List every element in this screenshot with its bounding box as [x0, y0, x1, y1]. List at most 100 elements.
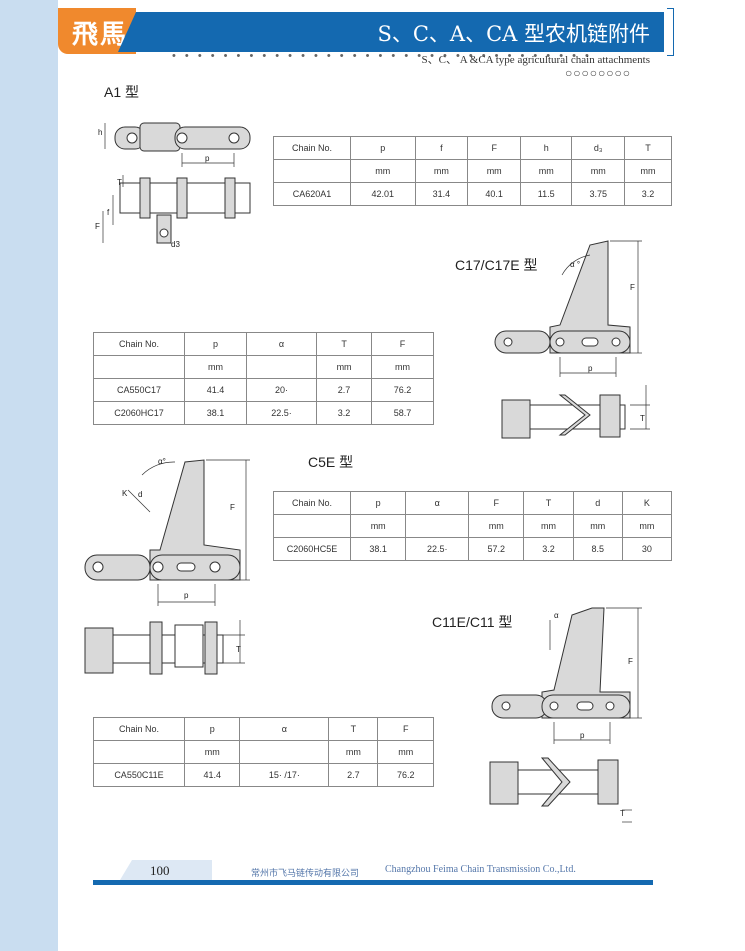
table-row: CA550C17 41.4 20· 2.7 76.2: [93, 378, 434, 402]
c11-dim-alpha: α: [554, 611, 559, 620]
dotted-rule: • • • • • • • • • • • • • • • • • • • • …: [172, 50, 592, 62]
table-cell: 31.4: [414, 182, 469, 206]
table-unit-cell: mm: [572, 514, 623, 538]
table-header-cell: α: [245, 332, 318, 356]
c5e-drawing: α° K d F p T: [84, 457, 250, 675]
table-header-cell: F: [377, 717, 434, 741]
c5e-dim-F: F: [230, 503, 235, 512]
table-unit-row: mm mm mm mm mm: [273, 514, 673, 538]
table-unit-cell: mm: [371, 355, 434, 379]
table-cell: 3.2: [624, 182, 672, 206]
c5e-dim-T: T: [236, 645, 241, 654]
c11-dim-T: T: [620, 809, 625, 818]
a1-label: A1 型: [104, 84, 140, 100]
c5e-label: C5E 型: [308, 454, 354, 470]
table-unit-cell: mm: [468, 514, 525, 538]
table-unit-cell: mm: [377, 740, 434, 764]
table-cell: 22.5·: [245, 401, 318, 425]
c17-dim-T: T: [640, 414, 645, 423]
table-unit-cell: mm: [520, 159, 573, 183]
a1-spec-table: Chain No. p f F h d₃ T mm mm mm mm mm mm…: [273, 136, 672, 206]
table-header-cell: T: [316, 332, 373, 356]
table-row: CA620A1 42.01 31.4 40.1 11.5 3.75 3.2: [273, 182, 672, 206]
table-header-cell: K: [621, 491, 673, 515]
c17-label: C17/C17E 型: [455, 257, 538, 273]
table-cell: 76.2: [377, 763, 434, 787]
table-cell: 22.5·: [405, 537, 470, 561]
a1-dim-p: p: [205, 154, 210, 163]
c17-dim-F: F: [630, 283, 635, 292]
footer-tab: [120, 860, 212, 880]
table-header-cell: F: [371, 332, 434, 356]
table-unit-row: mm mm mm: [93, 740, 434, 764]
table-cell: 8.5: [572, 537, 623, 561]
table-unit-cell: mm: [183, 740, 241, 764]
table-cell: C2060HC17: [93, 401, 185, 425]
table-header-cell: α: [239, 717, 330, 741]
table-header-cell: Chain No.: [273, 136, 351, 160]
c11-drawing: α F p T: [489, 607, 642, 823]
page-subtitle: S、C、 A &CA type agricultural chain attac…: [421, 54, 650, 66]
a1-dim-f: f: [107, 208, 110, 217]
table-unit-cell: [93, 355, 185, 379]
table-cell: 38.1: [184, 401, 247, 425]
table-header-cell: Chain No.: [93, 332, 185, 356]
table-header-cell: T: [523, 491, 574, 515]
table-header-cell: α: [405, 491, 470, 515]
table-unit-cell: [273, 514, 351, 538]
c5e-spec-table: Chain No. p α F T d K mm mm mm mm mm C20…: [273, 491, 673, 561]
table-header-cell: p: [350, 136, 416, 160]
a1-drawing: h p T F f d3: [95, 122, 251, 249]
table-cell: C2060HC5E: [273, 537, 351, 561]
table-header-cell: T: [624, 136, 672, 160]
table-cell: 2.7: [316, 378, 373, 402]
table-header-cell: p: [349, 491, 407, 515]
table-header-cell: p: [183, 717, 241, 741]
table-cell: 40.1: [467, 182, 522, 206]
brand-logo: 飛馬: [72, 20, 129, 50]
footer-rule: [93, 880, 653, 885]
table-cell: CA550C11E: [93, 763, 185, 787]
table-cell: 15· /17·: [239, 763, 330, 787]
table-header-cell: T: [328, 717, 379, 741]
table-cell: 20·: [245, 378, 318, 402]
table-unit-cell: mm: [350, 159, 416, 183]
table-unit-cell: [273, 159, 351, 183]
c5e-dim-p: p: [184, 591, 189, 600]
table-row: C2060HC5E 38.1 22.5· 57.2 3.2 8.5 30: [273, 537, 673, 561]
table-unit-cell: [239, 740, 330, 764]
table-unit-cell: mm: [184, 355, 247, 379]
table-header-cell: Chain No.: [273, 491, 351, 515]
table-unit-cell: mm: [349, 514, 407, 538]
table-header-row: Chain No. p α T F: [93, 717, 434, 741]
table-header-row: Chain No. p α T F: [93, 332, 434, 356]
header-bracket: [667, 8, 674, 56]
c11-dim-F: F: [628, 657, 633, 666]
table-cell: 57.2: [468, 537, 525, 561]
table-cell: 3.2: [316, 401, 373, 425]
table-cell: 41.4: [184, 378, 247, 402]
table-cell: 3.75: [571, 182, 626, 206]
company-name-cn: 常州市飞马链传动有限公司: [251, 869, 360, 879]
table-unit-row: mm mm mm: [93, 355, 434, 379]
table-cell: 38.1: [349, 537, 407, 561]
c11-spec-table: Chain No. p α T F mm mm mm CA550C11E 41.…: [93, 717, 434, 787]
a1-dim-F: F: [95, 222, 100, 231]
c11-dim-p: p: [580, 731, 585, 740]
a1-dim-d3: d3: [171, 240, 180, 249]
table-header-cell: f: [414, 136, 469, 160]
c11-label: C11E/C11 型: [432, 614, 513, 630]
table-cell: 58.7: [371, 401, 434, 425]
decorative-circles: ○○○○○○○○: [565, 66, 631, 80]
table-cell: 42.01: [350, 182, 416, 206]
table-cell: 2.7: [328, 763, 379, 787]
table-cell: 76.2: [371, 378, 434, 402]
table-unit-cell: mm: [523, 514, 574, 538]
table-cell: 41.4: [183, 763, 241, 787]
table-cell: CA620A1: [273, 182, 351, 206]
a1-dim-h: h: [98, 128, 102, 137]
table-unit-cell: mm: [624, 159, 672, 183]
c5e-dim-K: K: [122, 489, 128, 498]
table-row: C2060HC17 38.1 22.5· 3.2 58.7: [93, 401, 434, 425]
table-cell: 30: [621, 537, 673, 561]
